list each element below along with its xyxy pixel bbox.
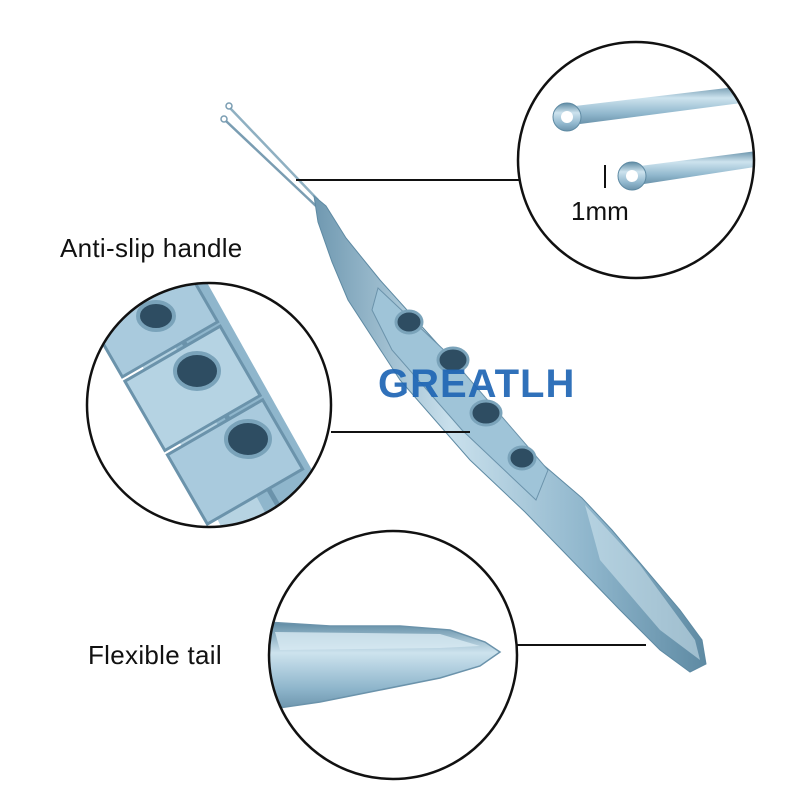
grip-hole-1 (394, 309, 424, 335)
zoom-circle-handle (85, 281, 333, 529)
zoom-circle-tail (267, 529, 519, 781)
grip-hole-3 (469, 399, 503, 427)
grip-hole-2 (436, 346, 470, 374)
grip-panel (371, 287, 549, 501)
tip-ring-upper (225, 102, 233, 110)
forceps-main (220, 102, 707, 673)
zoom-circle-tips (516, 40, 756, 280)
zoom-tip-lower (640, 150, 754, 184)
tip-ring-lower (220, 115, 228, 123)
tail-highlight (585, 505, 700, 660)
label-flexible-tail: Flexible tail (88, 640, 222, 670)
grip-hole-4 (507, 445, 537, 471)
tip-upper (229, 107, 319, 201)
label-anti-slip-handle: Anti-slip handle (60, 233, 243, 263)
tip-lower (225, 120, 317, 207)
zoom-tip-upper (575, 84, 754, 124)
brand-watermark: GREATLH (378, 362, 576, 406)
scale-label: 1mm (571, 196, 629, 226)
